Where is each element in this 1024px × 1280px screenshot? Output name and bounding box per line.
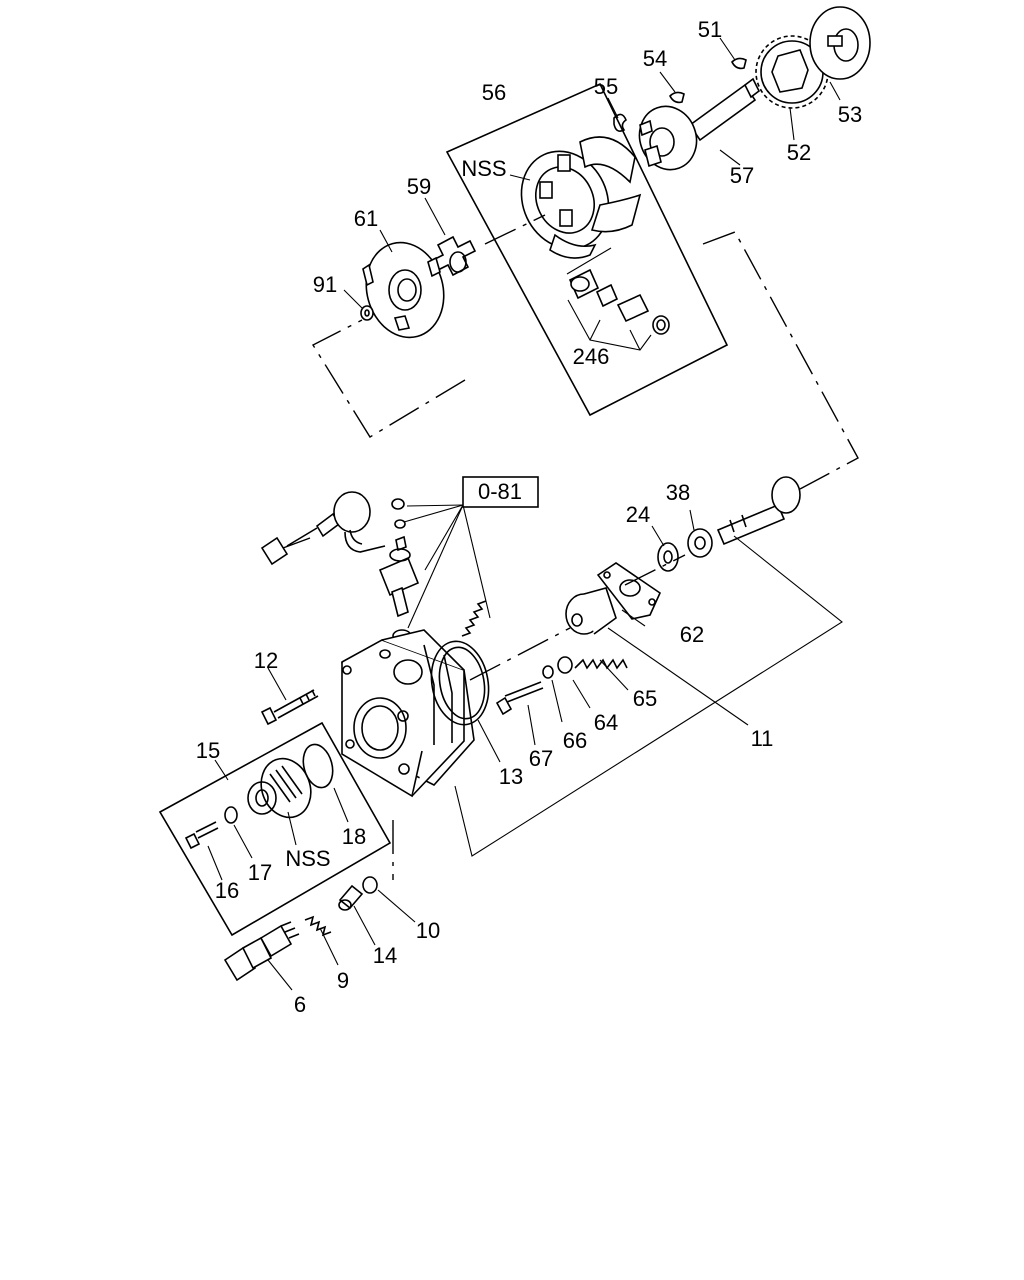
centerline-lower-b xyxy=(624,554,686,586)
reference-box-text: 0-81 xyxy=(478,479,522,504)
label-246: 246 xyxy=(573,344,610,369)
washer-38-hole xyxy=(694,536,706,550)
o-ring-18 xyxy=(302,743,334,789)
washer-64 xyxy=(557,656,573,674)
centerline-lower-e xyxy=(282,537,311,549)
o-ring-13-inner xyxy=(438,646,486,720)
label-54: 54 xyxy=(643,46,667,71)
key-51 xyxy=(731,57,747,70)
washer-53 xyxy=(809,6,871,80)
label-11: 11 xyxy=(751,726,774,751)
washer-91 xyxy=(360,305,374,321)
reference-leaders xyxy=(403,504,491,629)
governor-weight-holder-56 xyxy=(520,136,642,259)
label-66: 66 xyxy=(563,728,587,753)
label-61: 61 xyxy=(354,206,378,231)
bolt-16 xyxy=(184,821,219,850)
label-6: 6 xyxy=(294,992,306,1017)
label-55: 55 xyxy=(594,74,618,99)
reference-box: 0-81 xyxy=(462,476,539,508)
washer-24-hole xyxy=(663,550,673,564)
plug-14 xyxy=(338,884,364,911)
reference-box-frame xyxy=(462,476,539,508)
label-17: 17 xyxy=(248,860,272,885)
drive-shaft-57 xyxy=(638,77,761,171)
group-15-outline xyxy=(158,721,392,937)
label-51: 51 xyxy=(698,17,722,42)
label-67: 67 xyxy=(529,746,553,771)
leader-lines xyxy=(207,37,841,991)
washer-66 xyxy=(542,665,554,679)
group-56-outline xyxy=(445,82,729,417)
governor-pin-set-246 xyxy=(566,247,670,351)
centerline-lower-c xyxy=(454,535,843,857)
control-sleeve-11 xyxy=(565,587,617,635)
label-64: 64 xyxy=(594,710,618,735)
gasket-62 xyxy=(596,562,662,620)
label-65: 65 xyxy=(633,686,657,711)
label-nss-top: NSS xyxy=(461,156,506,181)
drive-shaft-lower xyxy=(716,476,801,546)
label-12: 12 xyxy=(254,648,278,673)
label-18: 18 xyxy=(342,824,366,849)
label-56: 56 xyxy=(482,80,506,105)
centerline-upper-c xyxy=(702,231,859,490)
pump-housing xyxy=(341,629,475,798)
governor-plate-61 xyxy=(362,241,445,339)
bolt-67 xyxy=(495,681,544,716)
label-16: 16 xyxy=(215,878,239,903)
label-9: 9 xyxy=(337,968,349,993)
spring-9 xyxy=(304,915,332,937)
key-54 xyxy=(669,91,685,104)
bolt-12 xyxy=(260,689,319,726)
label-nss-bottom: NSS xyxy=(285,846,330,871)
label-57: 57 xyxy=(730,163,754,188)
label-52: 52 xyxy=(787,140,811,165)
label-53: 53 xyxy=(838,102,862,127)
centerline-lower-a xyxy=(469,627,571,681)
centerline-upper-a xyxy=(484,214,546,245)
clip-55 xyxy=(613,113,627,132)
solenoid-connector-harness xyxy=(260,491,386,566)
centerline-upper-b xyxy=(312,319,466,438)
solenoid-spring xyxy=(461,600,487,637)
label-10: 10 xyxy=(416,918,440,943)
label-59: 59 xyxy=(407,174,431,199)
label-38: 38 xyxy=(666,480,690,505)
washer-17 xyxy=(224,806,238,824)
fuel-cut-solenoid xyxy=(378,498,420,643)
flyweight-59 xyxy=(429,235,477,277)
o-ring-13 xyxy=(430,640,490,726)
washer-38 xyxy=(687,528,713,558)
part-labels: 51 54 55 56 53 52 57 NSS 59 61 91 246 38… xyxy=(196,17,862,1017)
washer-10 xyxy=(362,876,378,894)
spring-65 xyxy=(574,658,628,670)
label-13: 13 xyxy=(499,764,523,789)
label-14: 14 xyxy=(373,943,397,968)
fitting-6 xyxy=(223,921,300,982)
label-62: 62 xyxy=(680,622,704,647)
washer-24 xyxy=(657,542,679,572)
regulating-valve-15 xyxy=(247,757,312,819)
label-91: 91 xyxy=(313,272,337,297)
label-15: 15 xyxy=(196,738,220,763)
label-24: 24 xyxy=(626,502,650,527)
